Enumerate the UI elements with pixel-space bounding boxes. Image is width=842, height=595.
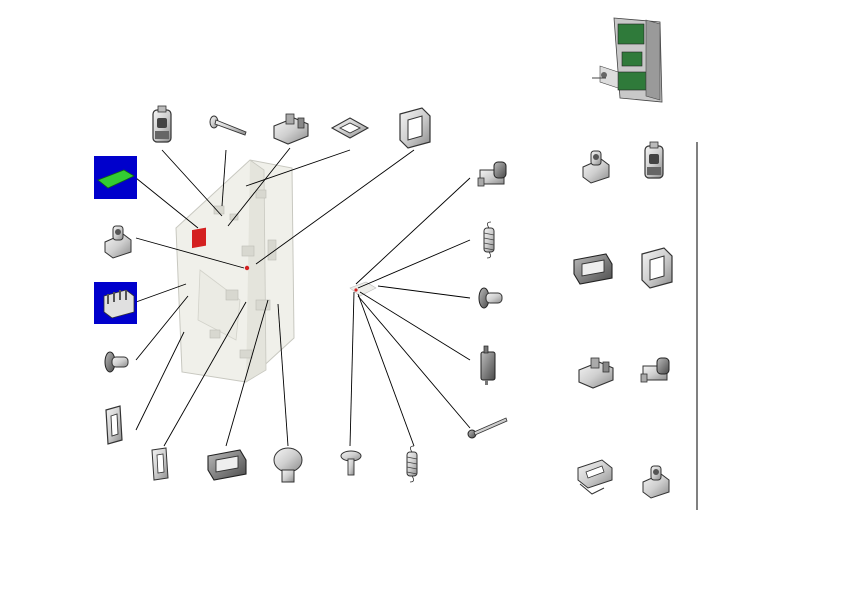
clip-part-right-1[interactable]: [477, 161, 507, 187]
cable-gland-part-bottom[interactable]: [207, 449, 247, 481]
assembly-overview-thumbnail[interactable]: [592, 17, 663, 103]
clamp-part-top[interactable]: [273, 113, 309, 145]
pin-plug-part-right[interactable]: [478, 287, 503, 309]
red-highlight-slot: [192, 227, 206, 249]
green-pcb-strip-part[interactable]: [94, 156, 137, 199]
alt-clip-b[interactable]: [640, 357, 670, 383]
spring-clip-part-left[interactable]: [104, 225, 132, 259]
alt-holder-a[interactable]: [577, 459, 613, 495]
alt-gland-a[interactable]: [573, 253, 613, 285]
long-bolt-part-top[interactable]: [209, 115, 247, 136]
leader-lines: [135, 147, 471, 447]
small-frame-part-bottom[interactable]: [151, 447, 169, 481]
alt-clip-a[interactable]: [582, 150, 610, 184]
small-subassembly: [349, 281, 377, 297]
screw-part-bottom[interactable]: [340, 450, 362, 476]
pin-plug-part-left[interactable]: [104, 351, 129, 373]
main-board-assembly: [175, 159, 295, 383]
large-bracket-part-top[interactable]: [399, 107, 431, 149]
microswitch-part-right[interactable]: [480, 345, 496, 386]
alt-latch-a[interactable]: [644, 141, 664, 179]
round-knob-part-bottom[interactable]: [273, 447, 303, 483]
red-highlight-dot: [244, 265, 250, 271]
alt-clamp-a[interactable]: [578, 357, 614, 389]
alt-bracket-b[interactable]: [641, 247, 673, 289]
spring-part-bottom[interactable]: [406, 445, 418, 483]
spring-part-right[interactable]: [483, 221, 495, 259]
alt-clip-c[interactable]: [642, 465, 670, 499]
terminal-block-part[interactable]: [94, 282, 137, 324]
square-frame-part-top[interactable]: [331, 117, 369, 139]
long-screw-part-right[interactable]: [467, 417, 508, 439]
latch-bracket-part-top[interactable]: [152, 105, 172, 143]
frame-bracket-part-left[interactable]: [105, 405, 123, 445]
